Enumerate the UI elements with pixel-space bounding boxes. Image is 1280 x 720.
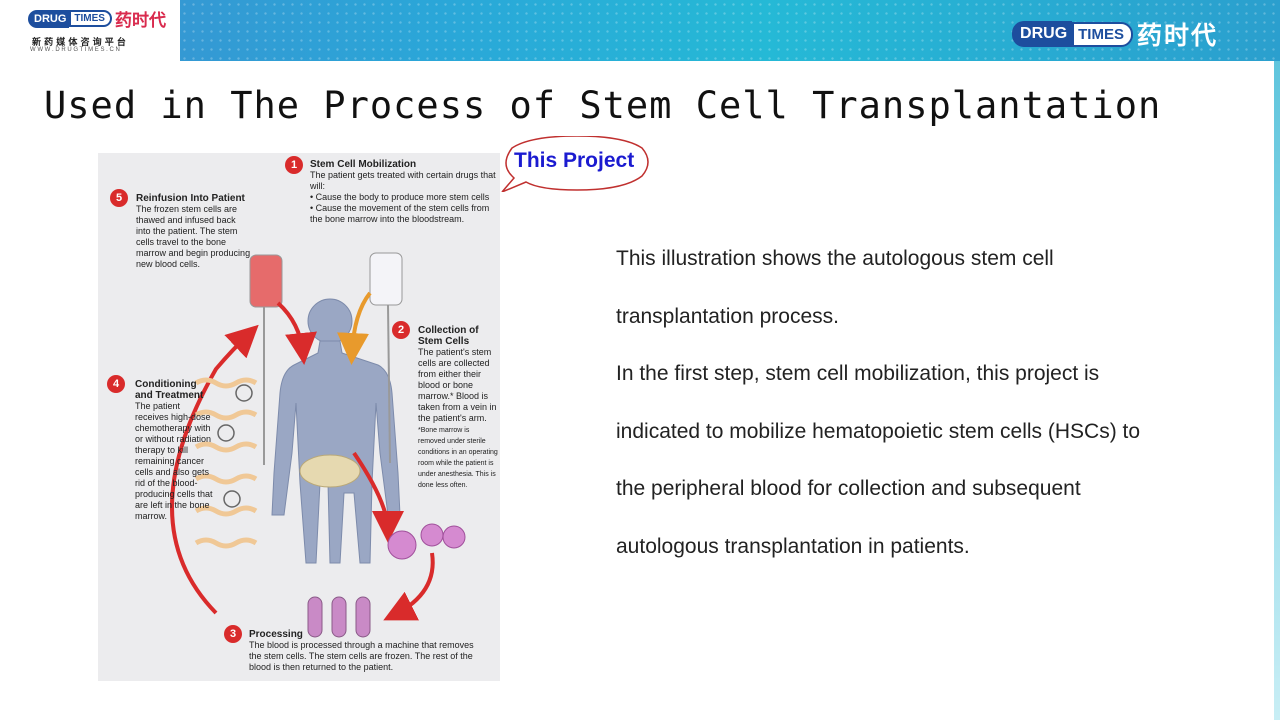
description-line-3: In the first step, stem cell mobilizatio…: [616, 362, 1100, 385]
arrow-mobilize-icon: [337, 291, 372, 365]
step5-body: The frozen stem cells are thawed and inf…: [136, 204, 251, 269]
step2-note: *Bone marrow is removed under sterile co…: [418, 427, 498, 489]
callout-text: This Project: [514, 149, 635, 172]
step2-label: Collection of Stem Cells The patient's s…: [418, 325, 498, 490]
step3-body: The blood is processed through a machine…: [249, 640, 474, 672]
step2-title: Collection of Stem Cells: [418, 325, 479, 347]
stem-cell-transplant-illustration: 1 Stem Cell Mobilization The patient get…: [98, 153, 500, 681]
step4-number: 4: [107, 375, 125, 393]
logo-left-times: TIMES: [69, 10, 112, 27]
pelvis-icon: [299, 454, 361, 488]
stem-cells-icon: [387, 523, 466, 560]
step3-number: 3: [224, 625, 242, 643]
step2-number: 2: [392, 321, 410, 339]
logo-left-wordmark: DRUG TIMES 药时代: [28, 6, 166, 31]
description-line-2: transplantation process.: [616, 304, 839, 328]
step5-label: Reinfusion Into Patient The frozen stem …: [136, 193, 251, 270]
description-paragraph: This illustration shows the autologous s…: [616, 230, 1216, 575]
step1-number: 1: [285, 156, 303, 174]
description-line-6: autologous transplantation in patients.: [616, 534, 970, 558]
description-line-1: This illustration shows the autologous s…: [616, 247, 1054, 270]
page-title: Used in The Process of Stem Cell Transpl…: [44, 84, 1162, 127]
step1-label: Stem Cell Mobilization The patient gets …: [310, 159, 500, 225]
arrow-collect-icon: [352, 451, 404, 543]
description-line-5: the peripheral blood for collection and …: [616, 477, 1081, 500]
iv-bag-red-icon: [249, 254, 283, 465]
step3-title: Processing: [249, 629, 303, 640]
drugtimes-logo-left: DRUG TIMES 药时代 新 药 媒 体 咨 询 平 台 W W W . D…: [0, 0, 180, 61]
step1-title: Stem Cell Mobilization: [310, 159, 417, 170]
drugtimes-logo-right: DRUG TIMES 药时代: [1012, 16, 1218, 52]
step4-title: Conditioning and Treatment: [135, 379, 204, 401]
chemo-waves-icon: [194, 377, 258, 549]
header-bar: DRUG TIMES 药时代: [0, 0, 1280, 61]
logo-url: W W W . D R U G T I M E S . C N: [30, 47, 120, 53]
logo-left-cn-name: 药时代: [114, 11, 166, 31]
logo-right-times: TIMES: [1072, 21, 1133, 47]
step1-body: The patient gets treated with certain dr…: [310, 170, 496, 191]
step1-bullet-1: • Cause the body to produce more stem ce…: [310, 192, 490, 202]
illustration-graphic: [170, 252, 466, 638]
arrow-reinfuse-icon: [276, 301, 317, 365]
test-tubes-icon: [307, 596, 371, 638]
step5-number: 5: [110, 189, 128, 207]
step5-title: Reinfusion Into Patient: [136, 193, 245, 204]
arrow-cycle-left-icon: [170, 324, 259, 615]
arrow-process-icon: [383, 552, 435, 621]
iv-bag-clear-icon: [369, 252, 403, 464]
logo-tagline: 新 药 媒 体 咨 询 平 台: [32, 38, 126, 48]
step2-body: The patient's stem cells are collected f…: [418, 347, 497, 423]
callout-bubble: [501, 136, 649, 192]
step4-label: Conditioning and Treatment The patient r…: [135, 379, 215, 522]
description-line-4: indicated to mobilize hematopoietic stem…: [616, 419, 1141, 443]
human-body-icon: [271, 298, 401, 564]
logo-right-drug: DRUG: [1012, 21, 1073, 47]
biohazard-icon: [217, 384, 253, 508]
logo-left-drug: DRUG: [28, 9, 70, 28]
step1-bullet-2: • Cause the movement of the stem cells f…: [310, 203, 490, 224]
step3-label: Processing The blood is processed throug…: [249, 629, 474, 673]
step4-body: The patient receives high-dose chemother…: [135, 401, 213, 521]
logo-right-cn-name: 药时代: [1136, 21, 1218, 50]
right-edge-decoration: [1274, 61, 1280, 720]
